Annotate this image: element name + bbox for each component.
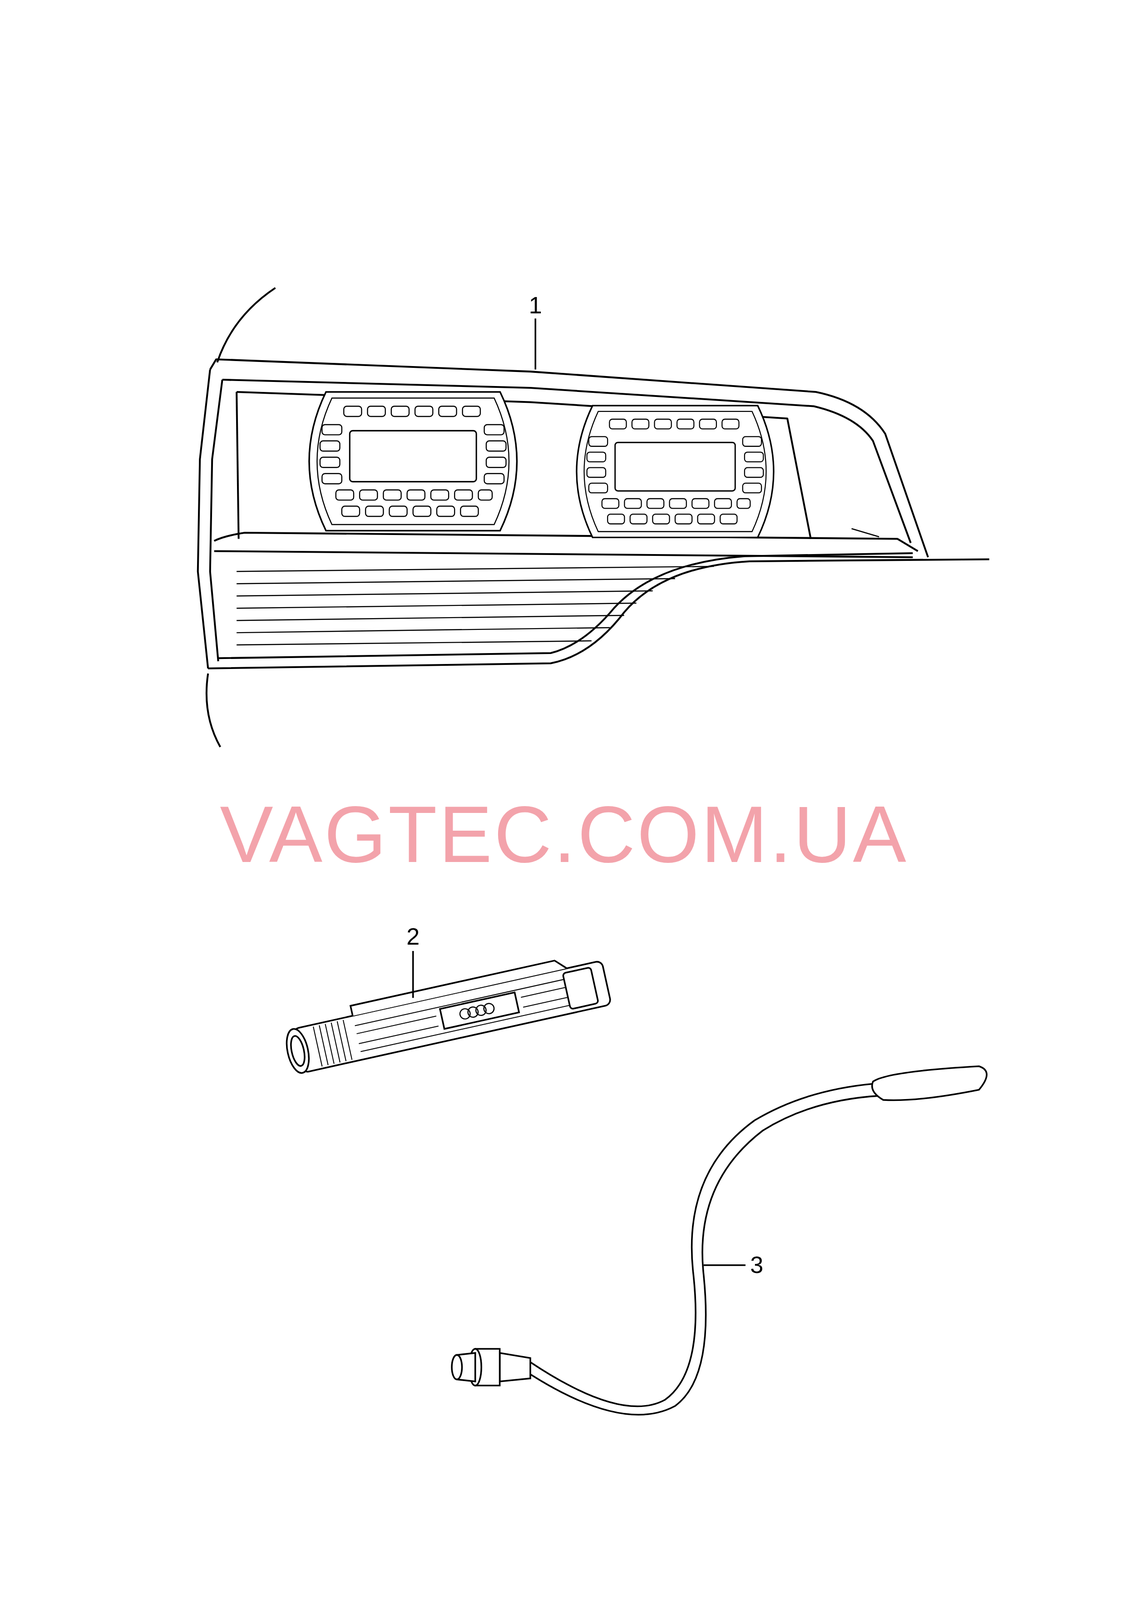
callout-number: 3	[750, 1252, 764, 1277]
callout-number: 1	[528, 293, 543, 317]
callout-number: 2	[406, 924, 420, 949]
watermark: VAGTEC.COM.UA	[219, 794, 909, 875]
